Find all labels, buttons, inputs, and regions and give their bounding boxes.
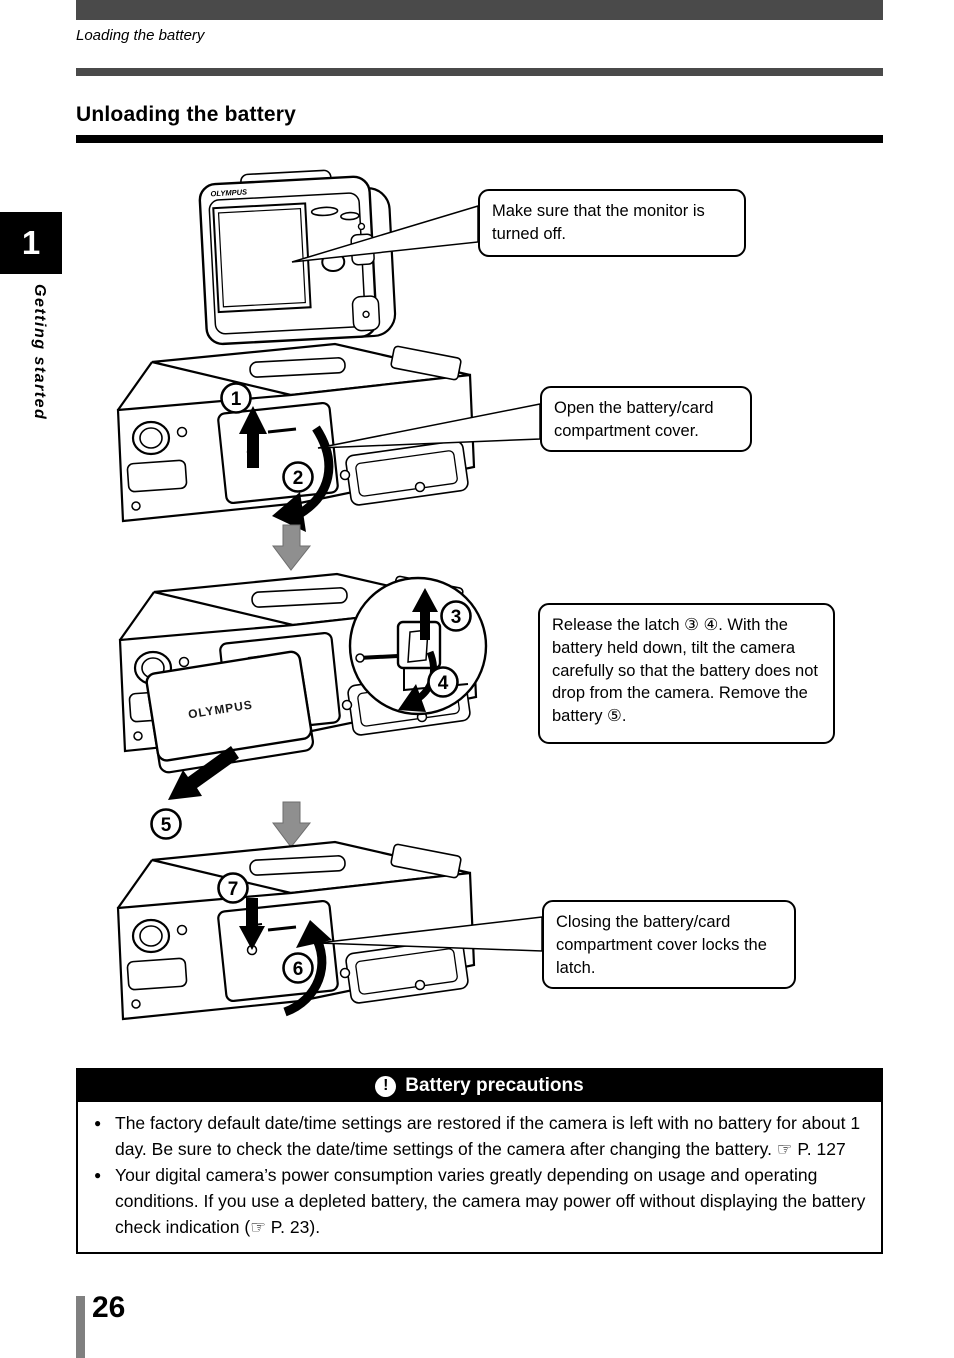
callout-leader: [317, 916, 543, 952]
camera-brand-label: OLYMPUS: [210, 187, 247, 198]
callout-leader: [317, 403, 541, 449]
callout-close-cover: Closing the battery/card compartment cov…: [542, 900, 796, 989]
camera-open-cover-view: [116, 342, 476, 532]
precaution-item: Your digital camera’s power consumption …: [92, 1162, 867, 1240]
step-1-number: 1: [231, 389, 242, 410]
header-divider: [76, 68, 883, 76]
lift-latch-arrow: [239, 406, 267, 468]
step-7-number: 7: [228, 879, 239, 900]
latch-up-arrow: [412, 588, 438, 640]
battery-brand-label: OLYMPUS: [187, 697, 254, 721]
battery-precautions-header: ! Battery precautions: [78, 1070, 881, 1102]
step-markers: 1 2 3 4 5 6 7: [150, 382, 472, 984]
chapter-number-tab: 1: [0, 212, 62, 274]
chapter-label: Getting started: [31, 284, 48, 421]
exclamation-icon: !: [375, 1075, 397, 1097]
step-7-marker: 7: [217, 872, 249, 904]
step-1-marker: 1: [220, 382, 252, 414]
step-6-number: 6: [293, 959, 304, 980]
step-5-marker: 5: [150, 808, 182, 840]
battery-precautions-title: Battery precautions: [405, 1075, 584, 1096]
close-cover-curved-arrow: [283, 931, 327, 1017]
callout-release-latch: Release the latch ③ ④. With the battery …: [538, 603, 835, 744]
step-6-marker: 6: [282, 952, 314, 984]
camera-close-cover-view: [116, 840, 476, 1021]
step-3-number: 3: [451, 607, 462, 628]
page-number: 26: [92, 1291, 126, 1324]
footer-accent-bar: [76, 1296, 85, 1358]
battery-precautions-body: The factory default date/time settings a…: [78, 1102, 881, 1252]
callout-monitor-off: Make sure that the monitor is turned off…: [478, 189, 746, 257]
open-cover-curved-arrow: [293, 425, 334, 520]
camera-back-view: OLYMPUS: [198, 169, 397, 346]
flow-down-arrow: [272, 524, 312, 571]
latch-magnifier: [348, 576, 488, 716]
section-title: Unloading the battery: [76, 103, 297, 126]
step-4-number: 4: [438, 673, 449, 694]
section-title-rule: [76, 135, 883, 143]
step-4-marker: 4: [427, 666, 459, 698]
camera-battery-removal-view: OLYMPUS: [118, 572, 488, 800]
running-header: Loading the battery: [76, 27, 205, 44]
remove-battery-arrow: [168, 746, 239, 800]
callout-open-cover: Open the battery/card compartment cover.: [540, 386, 752, 452]
step-3-marker: 3: [440, 600, 472, 632]
callout-leader: [291, 204, 479, 263]
step-2-marker: 2: [282, 461, 314, 493]
step-5-number: 5: [161, 815, 172, 836]
battery-precautions-box: ! Battery precautions The factory defaul…: [76, 1068, 883, 1254]
precaution-item: The factory default date/time settings a…: [92, 1110, 867, 1162]
battery: OLYMPUS: [145, 650, 314, 774]
press-cover-arrow: [239, 898, 265, 950]
latch-curved-arrow: [413, 650, 437, 703]
flow-down-arrow: [272, 801, 312, 848]
step-2-number: 2: [293, 468, 304, 489]
chapter-number: 1: [21, 224, 41, 261]
top-gray-bar: [76, 0, 883, 20]
